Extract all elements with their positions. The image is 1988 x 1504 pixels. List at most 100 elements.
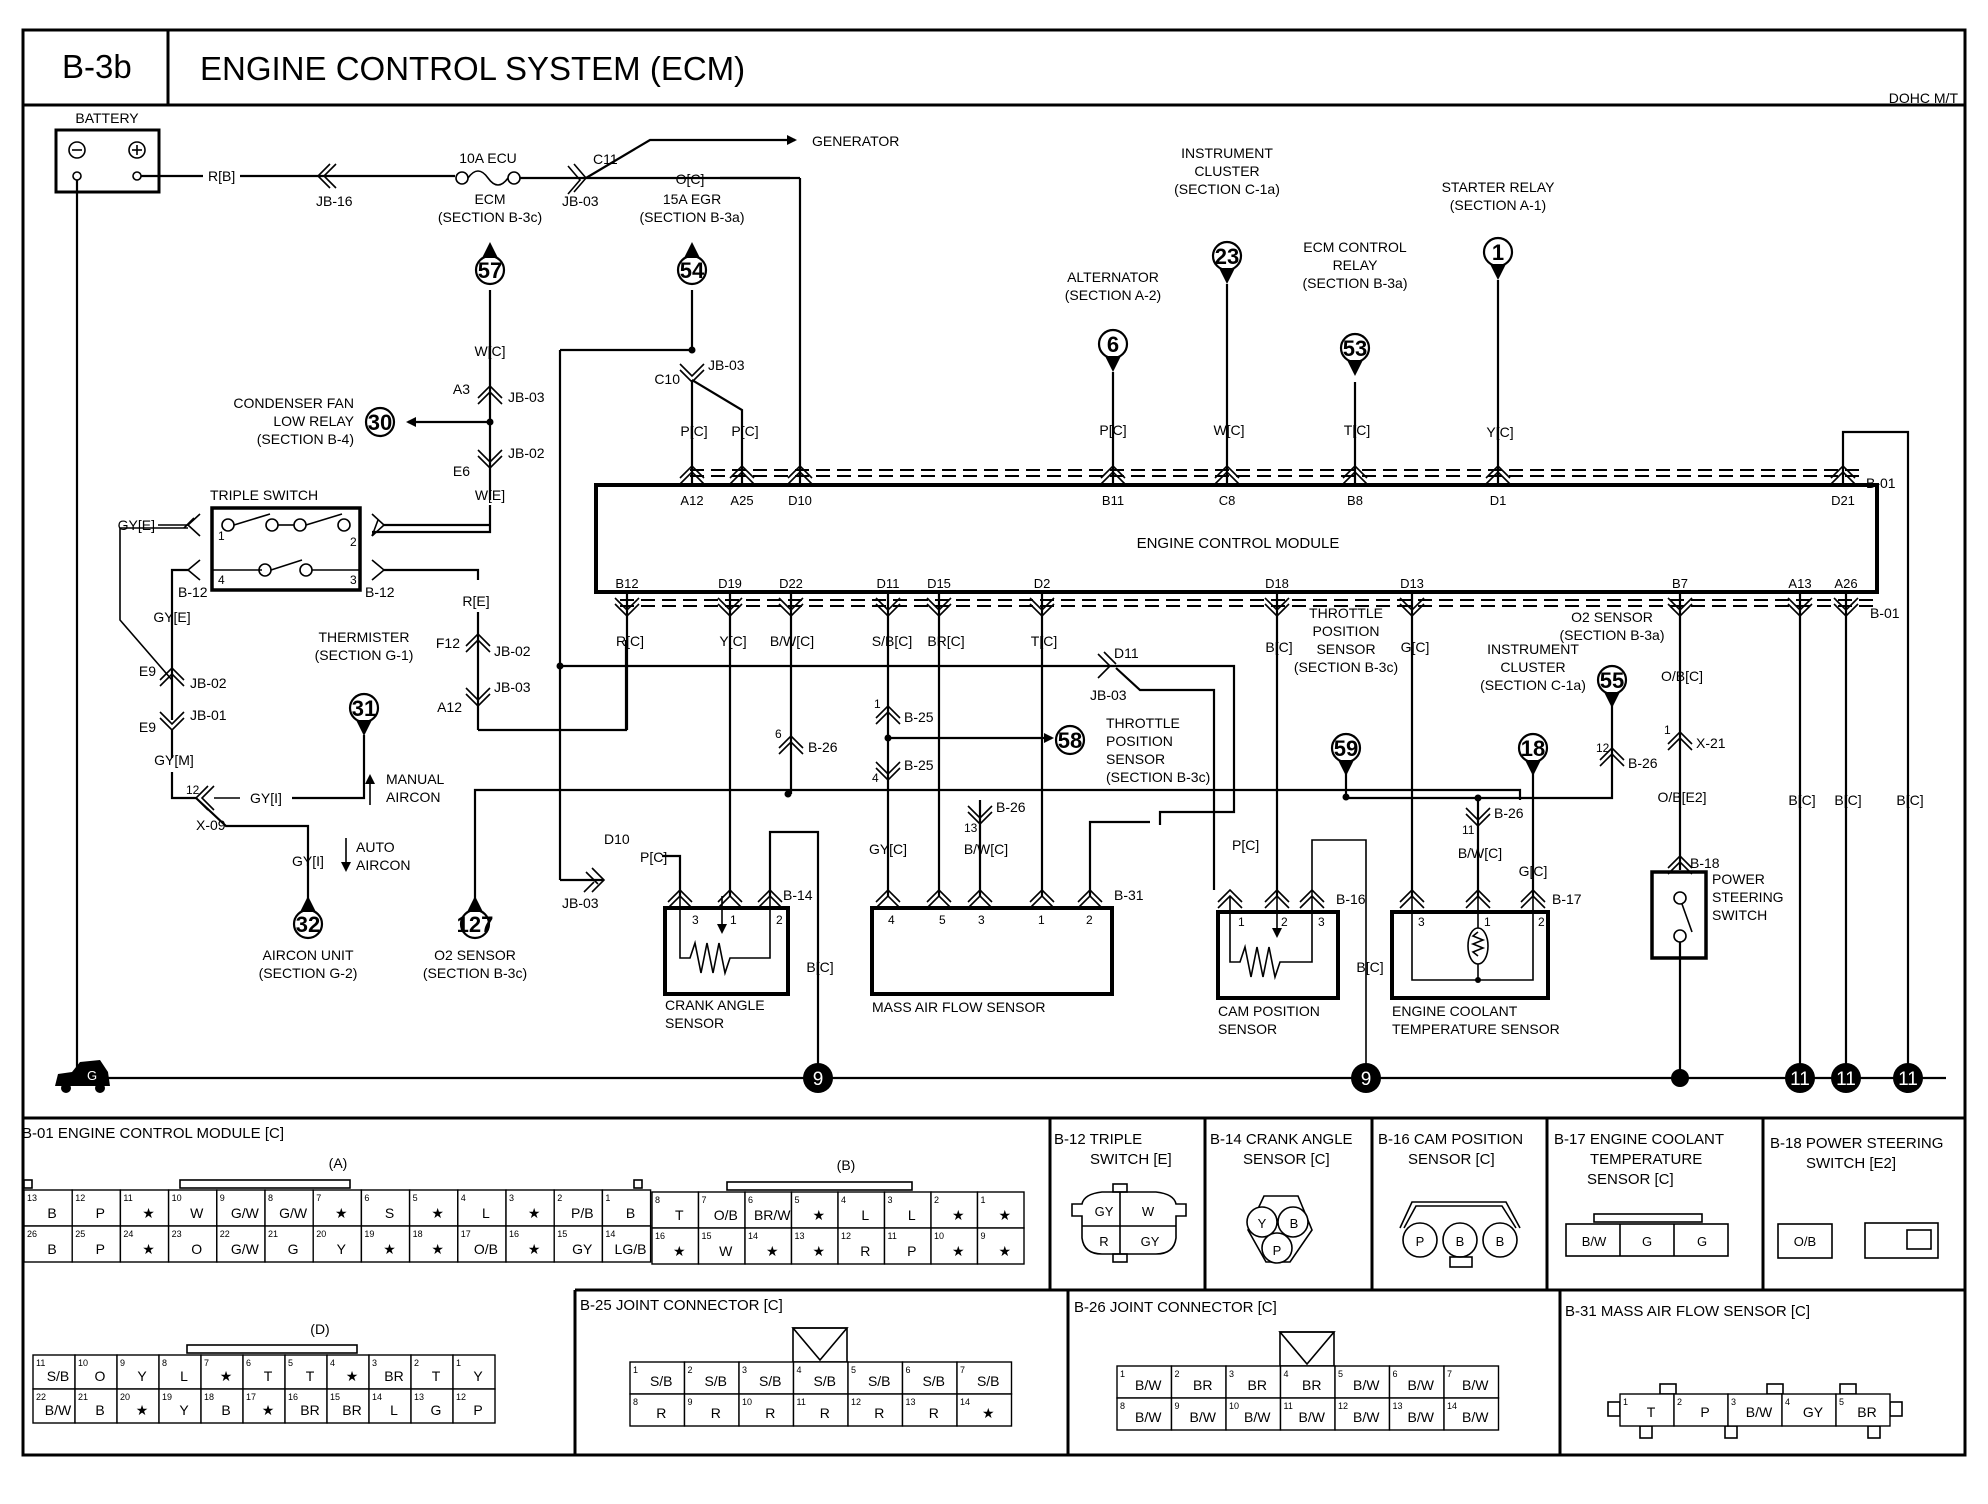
pin-color: ★ (262, 1402, 275, 1418)
pin-number: 8 (1120, 1401, 1125, 1411)
connector-label: B-25 (904, 757, 934, 773)
pin-label: 3 (978, 913, 985, 927)
potentiometer-icon (1229, 839, 1367, 1076)
component-label: CRANK ANGLE (665, 997, 765, 1013)
triple-switch-label: TRIPLE SWITCH (210, 487, 318, 503)
pin-color: P (473, 1402, 482, 1418)
connector-b01a-pin: 18★ (408, 1225, 459, 1263)
connector-b18-face: O/B (1777, 1222, 1939, 1259)
pin-label: 2 (1086, 913, 1093, 927)
pin-number: 14 (372, 1392, 382, 1402)
connector-b01a-pin: 19★ (360, 1225, 411, 1263)
pin-color: GY (1141, 1234, 1160, 1249)
ecm-pin-label: B8 (1347, 493, 1363, 508)
reference-circle-icon (1054, 724, 1086, 756)
connector-b17-face: B/W G G (1565, 1213, 1729, 1257)
reference-label: SENSOR (1106, 751, 1165, 767)
connector-b01b-pin: 14★ (744, 1227, 793, 1265)
reference-number: 6 (1107, 332, 1119, 357)
component-label: ENGINE COOLANT (1392, 1003, 1518, 1019)
pin-number: 6 (1393, 1369, 1398, 1379)
pin-color: B (221, 1402, 230, 1418)
connector-b16-title: SENSOR [C] (1408, 1151, 1495, 1168)
connector-b01d-pin: 10O (74, 1354, 118, 1390)
ecm-pin-label: A25 (730, 493, 753, 508)
pin-color: P (96, 1241, 105, 1257)
arrow-icon (1490, 264, 1506, 280)
connector-b01a-pin: 12P (71, 1189, 122, 1227)
pin-color: BR (1302, 1377, 1321, 1393)
pin-label: 2 (1538, 915, 1545, 929)
connector-label: X-09 (196, 817, 226, 833)
connector-label: B-25 (904, 709, 934, 725)
pin-number: 19 (364, 1229, 374, 1239)
ecm-pin-label: D18 (1265, 576, 1289, 591)
arrow-icon (356, 720, 372, 736)
connector-b26-pin: 8B/W (1116, 1397, 1173, 1431)
connector-b25-pin: 7S/B (956, 1361, 1013, 1395)
pin-color: R (820, 1405, 830, 1421)
ecm-pin-label: B11 (1102, 493, 1124, 508)
engine-coolant-temperature-sensor (1390, 910, 1550, 1000)
connector-b25-pin: 2S/B (683, 1361, 740, 1395)
pin-label: 12 (186, 783, 200, 797)
pin-number: 10 (172, 1193, 182, 1203)
ground-label: 9 (813, 1069, 824, 1090)
pin-color: B (95, 1402, 104, 1418)
reference-number: 53 (1343, 336, 1367, 361)
pin-number: 10 (1229, 1401, 1239, 1411)
pin-color: G/W (231, 1205, 260, 1221)
reference-number: 58 (1058, 728, 1082, 753)
connector-b25-pin: 8R (629, 1393, 686, 1427)
wire-label: B[C] (1788, 792, 1815, 808)
pin-label: D10 (604, 831, 630, 847)
jb-label: JB-02 (190, 675, 227, 691)
pin-number: 16 (655, 1231, 665, 1241)
connector-b26-pin: 2BR (1170, 1365, 1227, 1399)
pin-color: ★ (142, 1241, 155, 1257)
pin-number: 10 (934, 1231, 944, 1241)
wire-label: O/B[E2] (1657, 789, 1706, 805)
pin-color: ★ (528, 1205, 541, 1221)
pin-number: 5 (851, 1365, 856, 1375)
pin-color: B/W (1299, 1409, 1326, 1425)
wire-label: B[C] (1834, 792, 1861, 808)
connector-b01a-pin: 23O (167, 1225, 218, 1263)
pin-number: 7 (1447, 1369, 1452, 1379)
ecm-pin-label: D19 (718, 576, 742, 591)
pin-number: 16 (509, 1229, 519, 1239)
pin-number: 5 (288, 1358, 293, 1368)
ground-point (1831, 1063, 1861, 1093)
pin-color: ★ (136, 1402, 149, 1418)
reference-label: CLUSTER (1194, 163, 1259, 179)
wire-label: B/W[C] (770, 633, 814, 649)
pin-number: 20 (316, 1229, 326, 1239)
reference-label: AIRCON UNIT (263, 947, 354, 963)
connector-b25-pin: 10R (738, 1393, 795, 1427)
reference-number: 18 (1521, 736, 1545, 761)
aircon-type-label: AIRCON (356, 857, 410, 873)
pin-label: 2 (350, 535, 357, 549)
connector-sub-label: (A) (329, 1155, 348, 1171)
jb-label: JB-03 (1090, 687, 1127, 703)
reference-label: (SECTION C-1a) (1174, 181, 1280, 197)
reference-label: (SECTION B-3c) (438, 209, 542, 225)
reference-label: (SECTION B-4) (257, 431, 354, 447)
pin-label: 4 (872, 771, 879, 785)
wire-label: W[E] (475, 487, 505, 503)
ground-label: 9 (1361, 1069, 1372, 1090)
